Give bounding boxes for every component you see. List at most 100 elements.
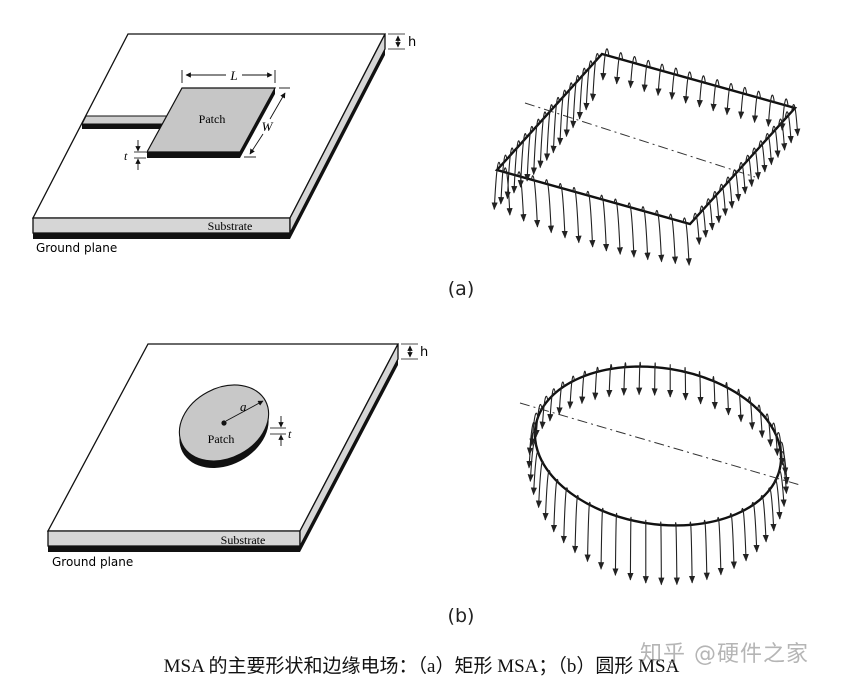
field-line xyxy=(524,125,534,182)
field-line xyxy=(779,98,789,131)
field-line xyxy=(757,404,765,439)
field-line xyxy=(776,432,786,466)
patch-front-edge-a xyxy=(147,152,240,158)
field-line xyxy=(550,96,560,154)
field-line xyxy=(530,451,540,496)
field-line xyxy=(641,60,651,93)
field-line xyxy=(765,94,775,127)
field-line xyxy=(760,495,769,543)
field-line xyxy=(636,361,643,396)
field-line xyxy=(606,363,613,398)
field-line xyxy=(777,469,787,508)
field-line xyxy=(751,501,760,553)
circ-fringing-field xyxy=(519,361,801,586)
field-line xyxy=(712,191,722,224)
field-line xyxy=(773,478,783,520)
thickness-label-b: t xyxy=(288,427,292,441)
field-line xyxy=(641,206,651,261)
field-line xyxy=(584,501,591,563)
field-line xyxy=(791,104,801,137)
field-line xyxy=(627,516,634,581)
field-line xyxy=(586,190,596,248)
field-line xyxy=(668,213,679,265)
rect-msa-diagram: L W t h Patch Substrate Ground plane xyxy=(31,33,416,255)
field-line xyxy=(729,513,737,570)
field-line xyxy=(696,75,706,108)
field-line xyxy=(539,395,549,430)
ground-front-b xyxy=(48,546,300,552)
field-line xyxy=(627,56,638,89)
field-line xyxy=(563,82,574,138)
field-line xyxy=(535,460,545,509)
patch-side-edge-a xyxy=(240,88,275,158)
rect-center-line xyxy=(524,102,756,178)
field-line xyxy=(572,186,582,244)
field-line xyxy=(530,118,541,176)
field-line xyxy=(725,176,735,209)
field-line xyxy=(778,118,788,151)
feed-line-a xyxy=(81,115,171,125)
field-line xyxy=(710,79,720,112)
field-line xyxy=(784,111,794,144)
field-line xyxy=(620,362,628,396)
field-line xyxy=(658,521,665,586)
circ-center-line xyxy=(519,402,801,486)
field-line xyxy=(682,367,689,401)
rect-fringing-field xyxy=(491,48,801,266)
field-line xyxy=(751,90,762,124)
field-line xyxy=(527,441,537,483)
field-line xyxy=(504,147,514,200)
length-label-a: L xyxy=(229,68,237,83)
watermark: 知乎 @硬件之家 xyxy=(640,642,809,667)
field-line xyxy=(682,217,692,266)
field-line xyxy=(771,422,781,457)
field-line xyxy=(533,403,543,438)
radius-label-b: a xyxy=(240,399,247,414)
field-line xyxy=(780,451,790,485)
field-line xyxy=(692,212,702,246)
field-line xyxy=(558,183,568,239)
height-label-a: h xyxy=(408,35,416,50)
ground-plane-label-b: Ground plane xyxy=(52,555,133,569)
field-line xyxy=(682,71,693,104)
field-line xyxy=(627,202,637,258)
field-line xyxy=(557,89,567,146)
field-line xyxy=(767,487,777,532)
field-line xyxy=(655,63,665,97)
field-line xyxy=(592,366,600,401)
field-line xyxy=(697,371,704,405)
field-line xyxy=(503,167,513,216)
field-line xyxy=(711,376,718,410)
field-line xyxy=(732,169,742,202)
field-line xyxy=(745,154,755,188)
field-line xyxy=(758,140,768,173)
field-line xyxy=(537,111,547,169)
field-line xyxy=(583,60,593,111)
ground-side-a xyxy=(290,49,385,239)
field-line xyxy=(526,421,537,456)
circ-msa-diagram: a t h Patch Substrate Ground plane xyxy=(46,343,428,569)
field-line xyxy=(498,154,508,205)
field-line xyxy=(688,521,696,584)
field-line xyxy=(567,375,575,410)
field-line xyxy=(724,83,734,116)
field-line xyxy=(579,370,587,405)
patch-label-b: Patch xyxy=(208,432,235,446)
field-line xyxy=(716,517,724,576)
feed-line-edge-a xyxy=(82,124,166,129)
field-line xyxy=(517,133,528,188)
substrate-label-a: Substrate xyxy=(208,219,253,233)
field-line xyxy=(669,67,679,100)
thickness-label-a: t xyxy=(124,149,128,163)
field-line xyxy=(751,147,761,180)
field-line xyxy=(547,388,556,422)
field-line xyxy=(718,183,729,217)
substrate-label-b: Substrate xyxy=(221,533,266,547)
field-line xyxy=(737,388,744,423)
field-line xyxy=(589,52,600,102)
figure-caption: MSA 的主要形状和边缘电场：（a）矩形 MSA；（b）圆形 MSA xyxy=(163,656,680,677)
field-line xyxy=(599,194,610,252)
field-line xyxy=(741,507,749,562)
field-line xyxy=(598,507,605,570)
field-line xyxy=(705,198,716,231)
